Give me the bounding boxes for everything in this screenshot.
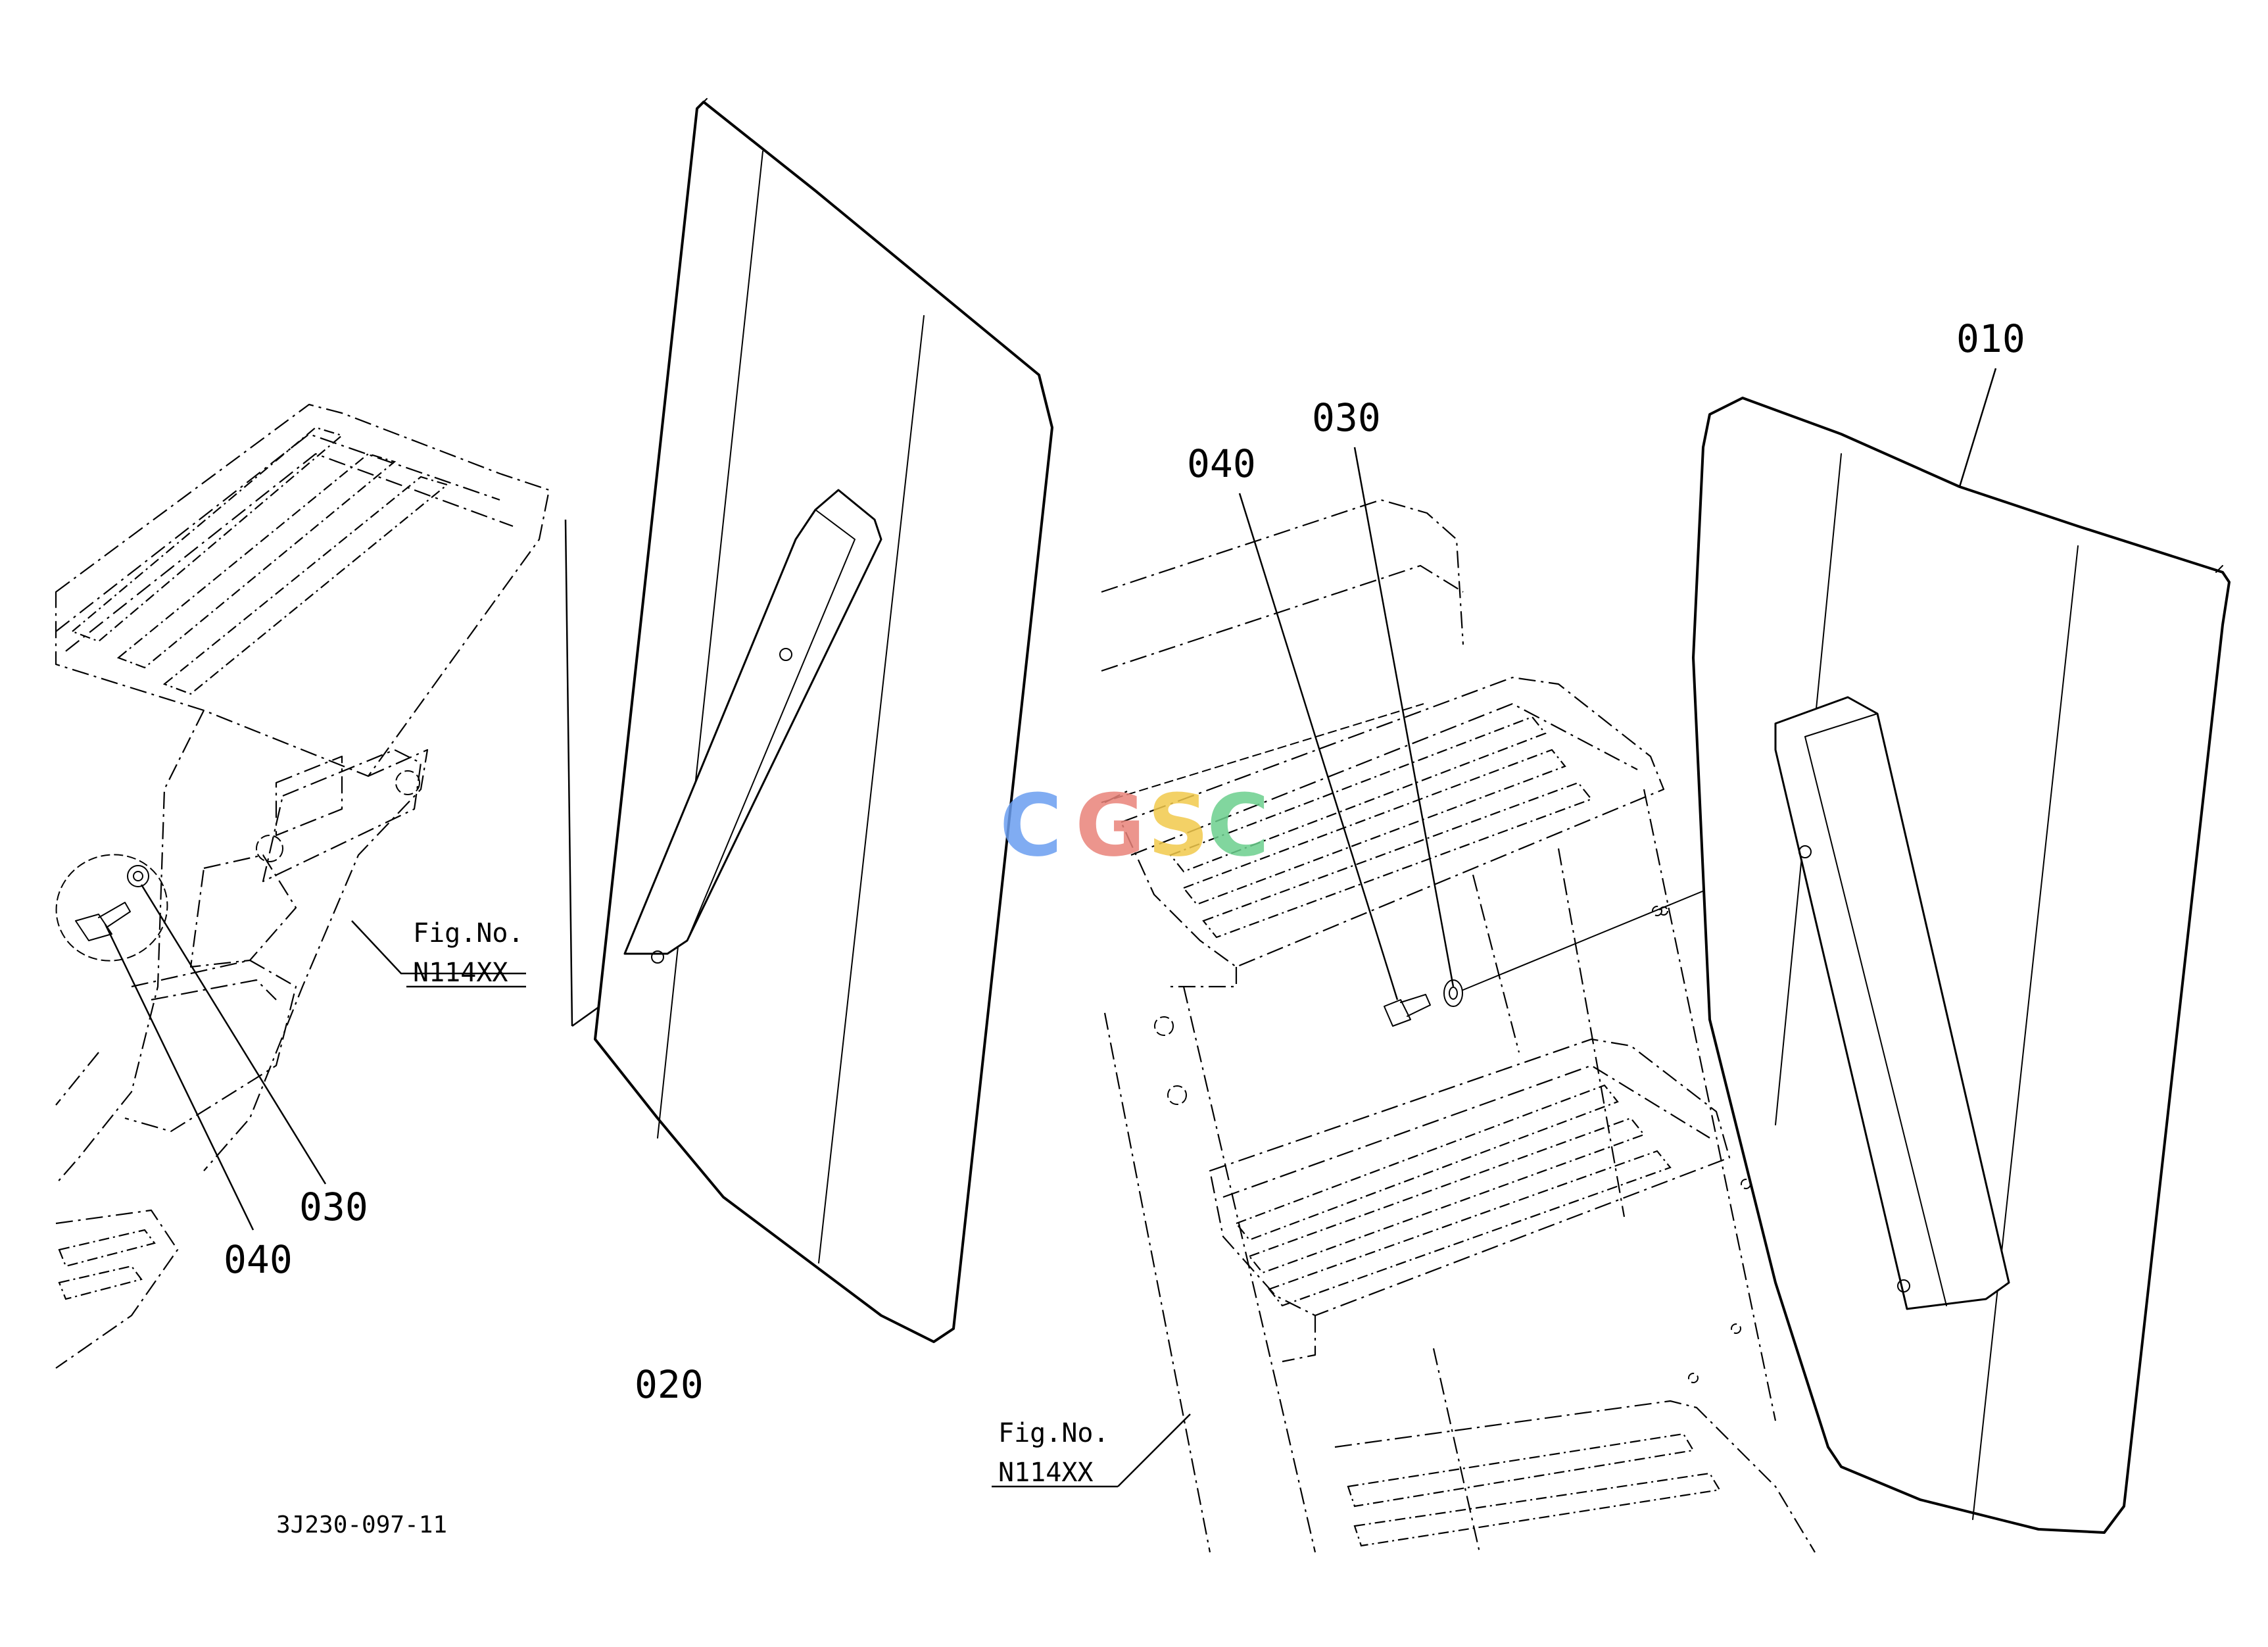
panel-010 bbox=[1692, 368, 2231, 1534]
fig-ref-left-line2: N114XX bbox=[413, 958, 508, 988]
watermark-letter-2: G bbox=[1075, 775, 1146, 875]
watermark-letter-4: C bbox=[1207, 775, 1269, 875]
watermark-letter-3: S bbox=[1147, 775, 1209, 875]
drawing-number: 3J230-097-11 bbox=[276, 1512, 447, 1538]
callout-040-left: 040 bbox=[224, 1237, 293, 1282]
fig-ref-right-line1: Fig.No. bbox=[998, 1418, 1109, 1448]
callout-030-left: 030 bbox=[299, 1185, 368, 1229]
right-step-assembly bbox=[1101, 447, 1816, 1553]
callout-030-right: 030 bbox=[1312, 395, 1381, 440]
callout-010: 010 bbox=[1956, 316, 2025, 361]
fig-ref-left-line1: Fig.No. bbox=[413, 918, 524, 948]
left-step-assembly bbox=[55, 403, 665, 1369]
fig-ref-right-line2: N114XX bbox=[998, 1458, 1094, 1488]
callout-020: 020 bbox=[635, 1362, 704, 1407]
panel-020 bbox=[594, 98, 1053, 1343]
watermark: C G S C bbox=[1000, 775, 1269, 875]
watermark-letter-1: C bbox=[1000, 775, 1062, 875]
callout-040-right: 040 bbox=[1187, 441, 1256, 486]
